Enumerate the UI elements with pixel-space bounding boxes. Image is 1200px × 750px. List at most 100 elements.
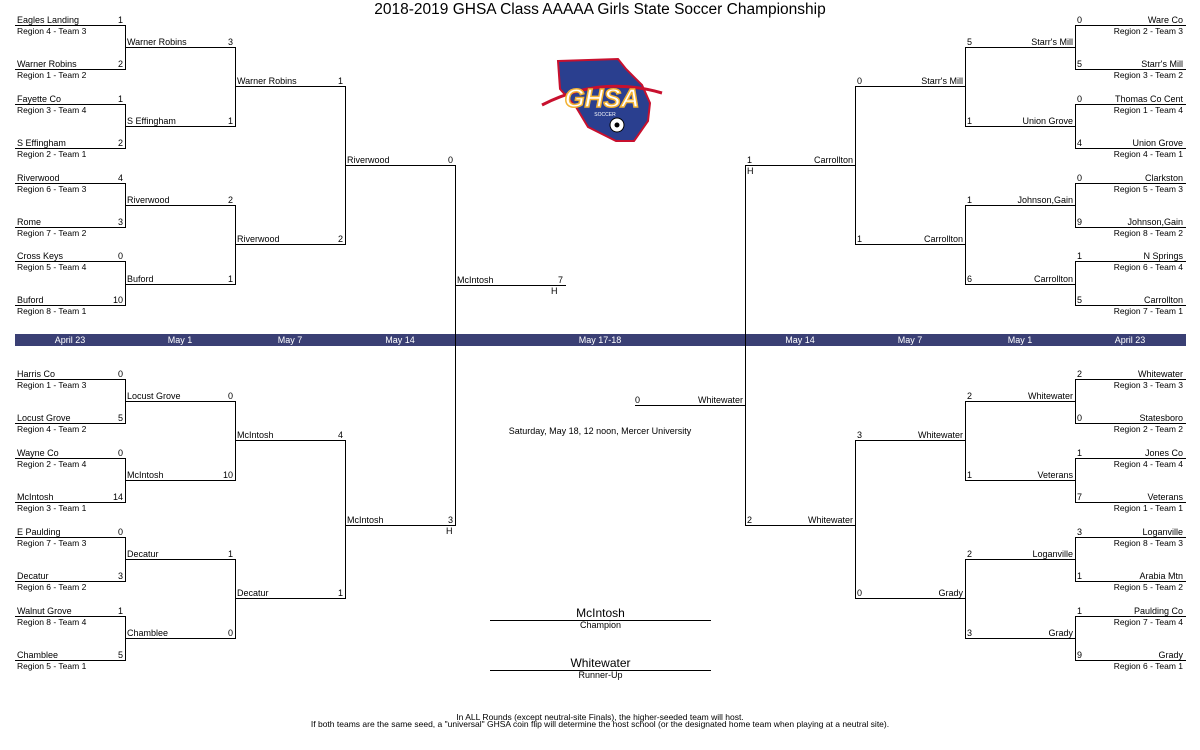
bracket-connector: [1075, 261, 1076, 306]
team-score: 0: [227, 391, 233, 401]
seed-label: Region 7 - Team 3: [17, 538, 87, 548]
team-score: 1: [1077, 571, 1083, 581]
team-name: Carrollton: [813, 155, 853, 165]
round1-line: [1075, 261, 1186, 262]
team-score: 7: [557, 275, 563, 285]
team-score: 5: [967, 37, 973, 47]
seed-label: Region 5 - Team 4: [17, 262, 87, 272]
team-score: 1: [967, 116, 973, 126]
team-name: Carrollton: [1033, 274, 1073, 284]
team-name: Chamblee: [127, 628, 169, 638]
team-name: Johnson,Gain: [1127, 217, 1183, 227]
team-score: 2: [337, 234, 343, 244]
round1-line: [1075, 581, 1186, 582]
bracket-connector: [855, 440, 856, 599]
team-score: 1: [227, 116, 233, 126]
round1-line: [1075, 227, 1186, 228]
team-score: 9: [1077, 217, 1083, 227]
seed-label: Region 3 - Team 3: [1113, 380, 1183, 390]
team-name: McIntosh: [457, 275, 494, 285]
team-score: 1: [337, 76, 343, 86]
team-name: Wayne Co: [17, 448, 59, 458]
round1-line: [15, 148, 126, 149]
team-name: Riverwood: [17, 173, 60, 183]
seed-label: Region 8 - Team 1: [17, 306, 87, 316]
team-name: Whitewater: [1137, 369, 1183, 379]
team-name: Grady: [1158, 650, 1183, 660]
team-name: Starr's Mill: [1031, 37, 1073, 47]
team-name: Carrollton: [1143, 295, 1183, 305]
team-name: Union Grove: [1132, 138, 1183, 148]
round1-line: [1075, 660, 1186, 661]
team-name: Chamblee: [17, 650, 59, 660]
team-score: 1: [1077, 251, 1083, 261]
semifinal-line: [745, 165, 856, 166]
team-score: 1: [747, 155, 753, 165]
team-name: Clarkston: [1144, 173, 1183, 183]
team-score: 5: [117, 413, 123, 423]
round-date-left: April 23: [54, 335, 86, 345]
round1-line: [15, 616, 126, 617]
seed-label: Region 6 - Team 3: [17, 184, 87, 194]
seed-label: Region 8 - Team 2: [1113, 228, 1183, 238]
champion-line: [490, 620, 711, 621]
quarterfinal-line: [235, 440, 346, 441]
round1-line: [15, 25, 126, 26]
quarterfinal-line: [855, 86, 966, 87]
team-score: 3: [1077, 527, 1083, 537]
seed-label: Region 1 - Team 4: [1113, 105, 1183, 115]
round1-line: [15, 660, 126, 661]
round1-line: [1075, 616, 1186, 617]
footnote-coin-flip: If both teams are the same seed, a "univ…: [310, 719, 890, 729]
round1-line: [15, 104, 126, 105]
team-name: N Springs: [1143, 251, 1183, 261]
team-score: 5: [1077, 295, 1083, 305]
team-score: 0: [1077, 94, 1083, 104]
team-name: Decatur: [237, 588, 269, 598]
seed-label: Region 2 - Team 1: [17, 149, 87, 159]
round2-line: [125, 284, 236, 285]
team-name: Cross Keys: [17, 251, 64, 261]
round-date-left: May 14: [385, 335, 415, 345]
team-score: 0: [117, 527, 123, 537]
quarterfinal-line: [855, 244, 966, 245]
bracket-connector: [965, 205, 966, 285]
team-score: 4: [117, 173, 123, 183]
team-score: 1: [857, 234, 863, 244]
team-score: 2: [227, 195, 233, 205]
team-score: 7: [1077, 492, 1083, 502]
team-score: 10: [112, 295, 123, 305]
team-name: Riverwood: [237, 234, 280, 244]
seed-label: Region 4 - Team 3: [17, 26, 87, 36]
team-score: 4: [337, 430, 343, 440]
team-score: 0: [1077, 15, 1083, 25]
team-score: 1: [117, 15, 123, 25]
champion-label: Champion: [579, 620, 622, 630]
team-score: 0: [1077, 413, 1083, 423]
round1-line: [15, 379, 126, 380]
team-score: 2: [117, 138, 123, 148]
semifinal-line: [345, 165, 456, 166]
champion-team: McIntosh: [576, 606, 625, 620]
round-date-center: May 17-18: [578, 335, 622, 345]
team-score: 9: [1077, 650, 1083, 660]
team-name: E Paulding: [17, 527, 61, 537]
team-score: 0: [117, 251, 123, 261]
team-score: 2: [967, 391, 973, 401]
team-name: Warner Robins: [237, 76, 297, 86]
team-name: Johnson,Gain: [1017, 195, 1073, 205]
svg-text:SOCCER: SOCCER: [594, 112, 616, 118]
round-date-right: May 14: [785, 335, 815, 345]
team-name: Starr's Mill: [921, 76, 963, 86]
team-score: 5: [117, 650, 123, 660]
team-name: Loganville: [1142, 527, 1183, 537]
host-marker: H: [551, 286, 558, 296]
round1-line: [15, 423, 126, 424]
team-score: 0: [857, 588, 863, 598]
team-score: 0: [857, 76, 863, 86]
round2-line: [125, 480, 236, 481]
round2-line: [965, 559, 1076, 560]
team-score: 5: [1077, 59, 1083, 69]
seed-label: Region 1 - Team 1: [1113, 503, 1183, 513]
round1-line: [1075, 305, 1186, 306]
